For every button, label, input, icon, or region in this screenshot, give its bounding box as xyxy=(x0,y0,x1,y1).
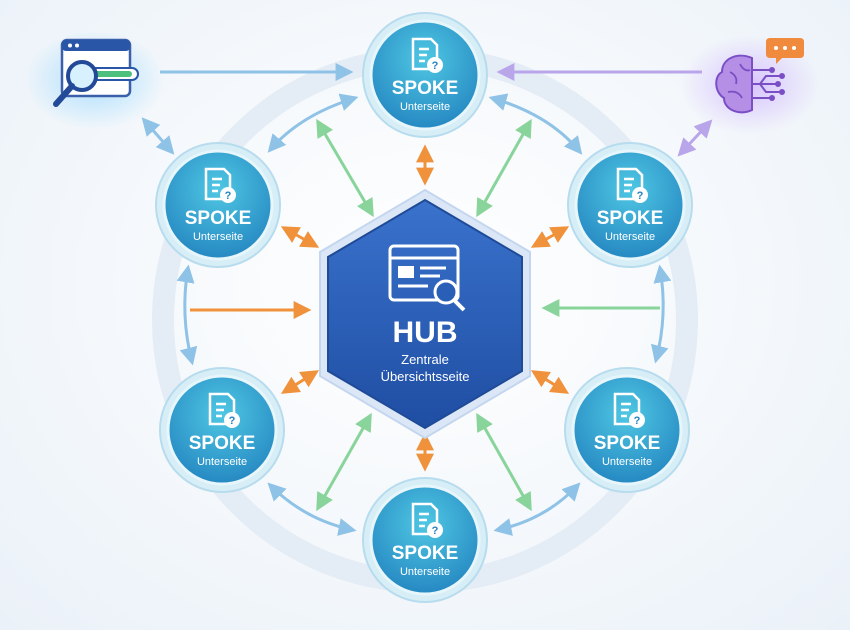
spoke-node-upper-left: ? SPOKE Unterseite xyxy=(155,142,281,268)
search-page-icon xyxy=(388,244,466,312)
spoke-node-lower-right: ? SPOKE Unterseite xyxy=(564,367,690,493)
hub-subtitle-line2: Übersichtsseite xyxy=(381,369,470,384)
arrow-top-hub-left xyxy=(316,118,374,218)
arrow-top-upperleft xyxy=(267,93,359,153)
arrow-lowerright-bottom xyxy=(493,482,581,536)
orange-arrows xyxy=(190,144,570,472)
arrow-bottom-hub-right xyxy=(476,412,532,512)
svg-text:?: ? xyxy=(432,60,439,72)
spoke-node-upper-right: ? SPOKE Unterseite xyxy=(567,142,693,268)
document-question-icon: ? xyxy=(613,392,645,428)
svg-text:?: ? xyxy=(225,190,232,202)
arrow-lowerleft-bottom xyxy=(267,482,357,536)
outer-ring-arrows xyxy=(176,93,672,536)
document-question-icon: ? xyxy=(204,167,236,203)
search-browser-icon xyxy=(25,30,165,130)
green-arrows xyxy=(316,118,660,512)
svg-text:?: ? xyxy=(432,525,439,537)
hub-hexagon xyxy=(327,198,523,430)
spoke-title: SPOKE xyxy=(189,433,256,454)
svg-text:?: ? xyxy=(634,415,641,427)
svg-text:?: ? xyxy=(229,415,236,427)
spoke-title: SPOKE xyxy=(392,78,459,99)
spoke-subtitle: Unterseite xyxy=(193,231,243,243)
ai-brain-chat-icon xyxy=(680,35,820,135)
svg-text:?: ? xyxy=(637,190,644,202)
arrow-upperleft-lowerleft xyxy=(176,264,198,366)
spoke-node-top: ? SPOKE Unterseite xyxy=(362,12,488,138)
corner-arrows xyxy=(141,63,713,157)
spoke-title: SPOKE xyxy=(597,208,664,229)
spoke-subtitle: Unterseite xyxy=(602,456,652,468)
spoke-subtitle: Unterseite xyxy=(605,231,655,243)
arrow-top-upperright xyxy=(488,93,583,155)
hub-title: HUB xyxy=(393,316,458,349)
spoke-node-lower-left: ? SPOKE Unterseite xyxy=(159,367,285,493)
arrow-upperright-hub xyxy=(530,226,570,248)
spoke-subtitle: Unterseite xyxy=(400,101,450,113)
arrow-top-hub-right xyxy=(476,118,532,218)
spoke-title: SPOKE xyxy=(594,433,661,454)
spoke-title: SPOKE xyxy=(392,543,459,564)
arrow-lowerleft-hub xyxy=(280,370,320,394)
spoke-subtitle: Unterseite xyxy=(197,456,247,468)
spoke-subtitle: Unterseite xyxy=(400,566,450,578)
arrow-search-upperleft xyxy=(141,117,175,155)
document-question-icon: ? xyxy=(411,37,443,73)
document-question-icon: ? xyxy=(208,392,240,428)
arrow-lowerright-hub xyxy=(530,370,570,394)
document-question-icon: ? xyxy=(616,167,648,203)
arrow-upperright-lowerright xyxy=(651,264,672,364)
document-question-icon: ? xyxy=(411,502,443,538)
arrow-upperleft-hub xyxy=(280,226,320,248)
hub-subtitle-line1: Zentrale xyxy=(401,352,449,367)
spoke-node-bottom: ? SPOKE Unterseite xyxy=(362,477,488,603)
spoke-title: SPOKE xyxy=(185,208,252,229)
arrow-ai-upperright xyxy=(677,119,713,157)
arrow-bottom-hub-left xyxy=(316,412,372,512)
hub-node: HUB Zentrale Übersichtsseite xyxy=(319,188,531,440)
